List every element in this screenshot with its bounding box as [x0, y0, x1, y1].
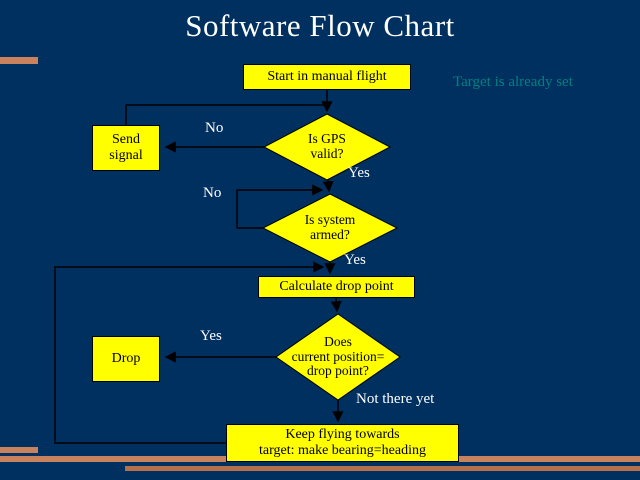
accent-bar-bottom-left	[0, 447, 38, 453]
decision-gps-label: Is GPS valid?	[308, 131, 346, 161]
accent-bar-top-left	[0, 57, 38, 64]
node-start: Start in manual flight	[243, 64, 411, 90]
node-drop: Drop	[92, 336, 160, 382]
decision-armed-label: Is system armed?	[304, 212, 356, 242]
accent-stripe-bottom-2	[125, 466, 640, 471]
node-send-signal: Send signal	[92, 125, 160, 171]
node-calculate-drop-point: Calculate drop point	[258, 276, 415, 298]
label-armed-no: No	[203, 185, 222, 201]
decision-position-label: Does current position= drop point?	[291, 333, 385, 379]
annotation-target-set: Target is already set	[453, 74, 573, 90]
slide-title: Software Flow Chart	[185, 8, 455, 43]
node-keep-flying: Keep flying towards target: make bearing…	[226, 424, 459, 462]
label-gps-no: No	[205, 120, 224, 136]
label-gps-yes: Yes	[348, 165, 370, 181]
label-position-yes: Yes	[200, 328, 222, 344]
label-not-there-yet: Not there yet	[356, 391, 435, 407]
label-armed-yes: Yes	[344, 252, 366, 268]
